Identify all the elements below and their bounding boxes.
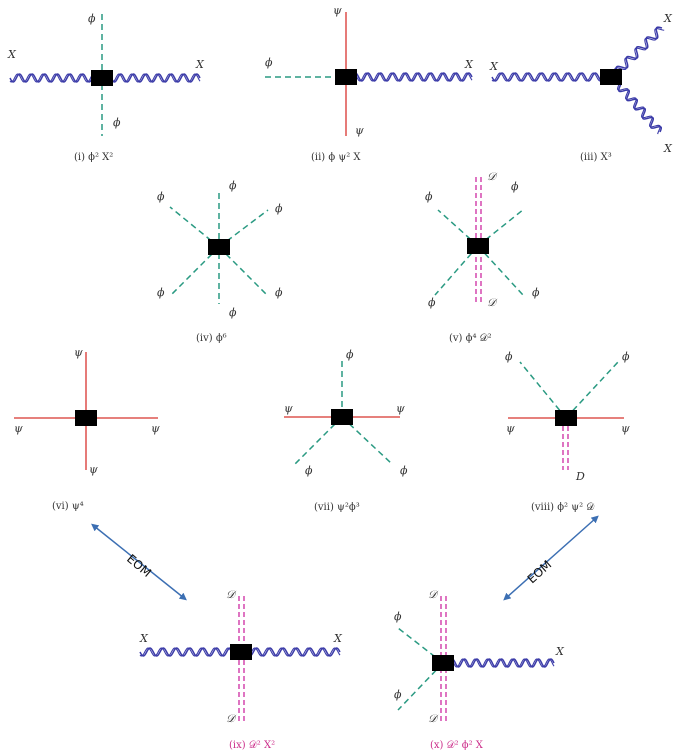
caption-vii: (vii) ψ²ϕ³: [314, 502, 360, 513]
scalar-line: [434, 245, 479, 296]
scalar-line: [565, 361, 619, 419]
label-phi: ϕ: [229, 306, 237, 319]
label-X: X: [195, 58, 205, 71]
gauge-line: [491, 72, 613, 82]
label-phi: ϕ: [428, 296, 436, 309]
label-phi: ϕ: [275, 286, 283, 299]
scalar-line: [437, 209, 479, 247]
label-psi: ψ: [621, 422, 630, 435]
label-psi: ψ: [506, 422, 515, 435]
label-psi: ψ: [355, 124, 364, 137]
label-X: X: [663, 142, 673, 155]
label-phi: ϕ: [157, 190, 165, 203]
label-psi: ψ: [89, 463, 98, 476]
eom-arrow-left: EOM: [91, 523, 187, 601]
label-X: X: [464, 58, 474, 71]
eom-label: EOM: [124, 552, 154, 580]
eom-arrow-right: EOM: [503, 515, 599, 601]
label-X: X: [555, 645, 565, 658]
caption-ix: (ix) 𝒟² X²: [229, 740, 275, 751]
vertex-box: [91, 70, 113, 86]
caption-iv: (iv) ϕ⁶: [196, 333, 227, 344]
label-phi: ϕ: [394, 688, 402, 701]
gauge-line-strand: [345, 72, 473, 82]
vertex-group-ii: ψ ψ ϕ X (ii) ϕ ψ² X: [265, 4, 474, 163]
vertex-group-i: X X ϕ ϕ (i) ϕ² X²: [7, 12, 205, 163]
vertex-box: [432, 655, 454, 671]
label-X: X: [489, 60, 499, 73]
vertex-box: [331, 409, 353, 425]
gauge-line-strand: [442, 658, 555, 668]
scalar-line: [477, 245, 524, 296]
label-phi: ϕ: [265, 56, 273, 69]
vertex-group-iv: ϕ ϕ ϕ ϕ ϕ ϕ (iv) ϕ⁶: [157, 179, 283, 344]
label-D: 𝒟: [226, 712, 237, 725]
label-X: X: [333, 632, 343, 645]
label-D: 𝒟: [428, 588, 439, 601]
vertex-box: [467, 238, 489, 254]
vertex-box: [75, 410, 97, 426]
gauge-line-strand: [491, 72, 613, 82]
label-psi: ψ: [284, 402, 293, 415]
label-X: X: [139, 632, 149, 645]
caption-i: (i) ϕ² X²: [74, 152, 113, 163]
scalar-line: [519, 361, 567, 419]
vertex-group-viii: ϕ ϕ ψ ψ D (viii) ϕ² ψ² 𝒟: [505, 350, 630, 513]
vertex-group-v: 𝒟 ϕ ϕ ϕ ϕ 𝒟 (v) ϕ⁴ 𝒟²: [425, 170, 540, 344]
label-phi: ϕ: [229, 179, 237, 192]
caption-vi: (vi) ψ⁴: [52, 501, 84, 512]
caption-x: (x) 𝒟² ϕ² X: [430, 740, 484, 751]
gauge-line: [609, 76, 663, 133]
eom-label: EOM: [525, 557, 555, 586]
caption-iii: (iii) X³: [580, 152, 612, 163]
eom-arrow: [91, 523, 187, 601]
label-phi: ϕ: [425, 190, 433, 203]
label-phi: ϕ: [532, 286, 540, 299]
label-phi: ϕ: [88, 12, 96, 25]
caption-viii: (viii) ϕ² ψ² 𝒟: [531, 502, 594, 513]
label-psi: ψ: [74, 346, 83, 359]
label-psi: ψ: [14, 422, 23, 435]
label-psi: ψ: [396, 402, 405, 415]
vertex-group-iii: X X X (iii) X³: [489, 12, 673, 163]
label-phi: ϕ: [394, 610, 402, 623]
gauge-line-strand: [614, 28, 665, 80]
label-D: D: [575, 470, 585, 483]
caption-ii: (ii) ϕ ψ² X: [311, 152, 361, 163]
vertex-box: [230, 644, 252, 660]
vertex-box: [208, 239, 230, 255]
label-phi: ϕ: [305, 464, 313, 477]
caption-v: (v) ϕ⁴ 𝒟²: [449, 333, 492, 344]
label-X: X: [663, 12, 673, 25]
vertex-group-x: 𝒟 ϕ X ϕ 𝒟 (x) 𝒟² ϕ² X: [394, 588, 565, 751]
label-phi: ϕ: [346, 348, 354, 361]
label-psi: ψ: [333, 4, 342, 17]
label-phi: ϕ: [113, 116, 121, 129]
gauge-line: [442, 658, 555, 668]
label-D: 𝒟: [428, 712, 439, 725]
vertex-box: [335, 69, 357, 85]
label-phi: ϕ: [505, 350, 513, 363]
label-phi: ϕ: [622, 350, 630, 363]
vertex-group-vi: ψ ψ ψ ψ (vi) ψ⁴: [14, 346, 160, 512]
gauge-line-strand: [609, 78, 661, 135]
vertex-group-ix: 𝒟 X X 𝒟 (ix) 𝒟² X²: [139, 588, 343, 751]
label-psi: ψ: [151, 422, 160, 435]
label-D: 𝒟: [487, 170, 498, 183]
label-phi: ϕ: [157, 286, 165, 299]
eom-arrow: [503, 515, 599, 601]
vertex-group-vii: ϕ ψ ψ ϕ ϕ (vii) ψ²ϕ³: [284, 348, 408, 513]
label-D: 𝒟: [226, 588, 237, 601]
vertex-box: [600, 69, 622, 85]
label-phi: ϕ: [400, 464, 408, 477]
label-phi: ϕ: [275, 202, 283, 215]
label-X: X: [7, 48, 17, 61]
vertex-box: [555, 410, 577, 426]
label-D: 𝒟: [487, 296, 498, 309]
label-phi: ϕ: [511, 180, 519, 193]
